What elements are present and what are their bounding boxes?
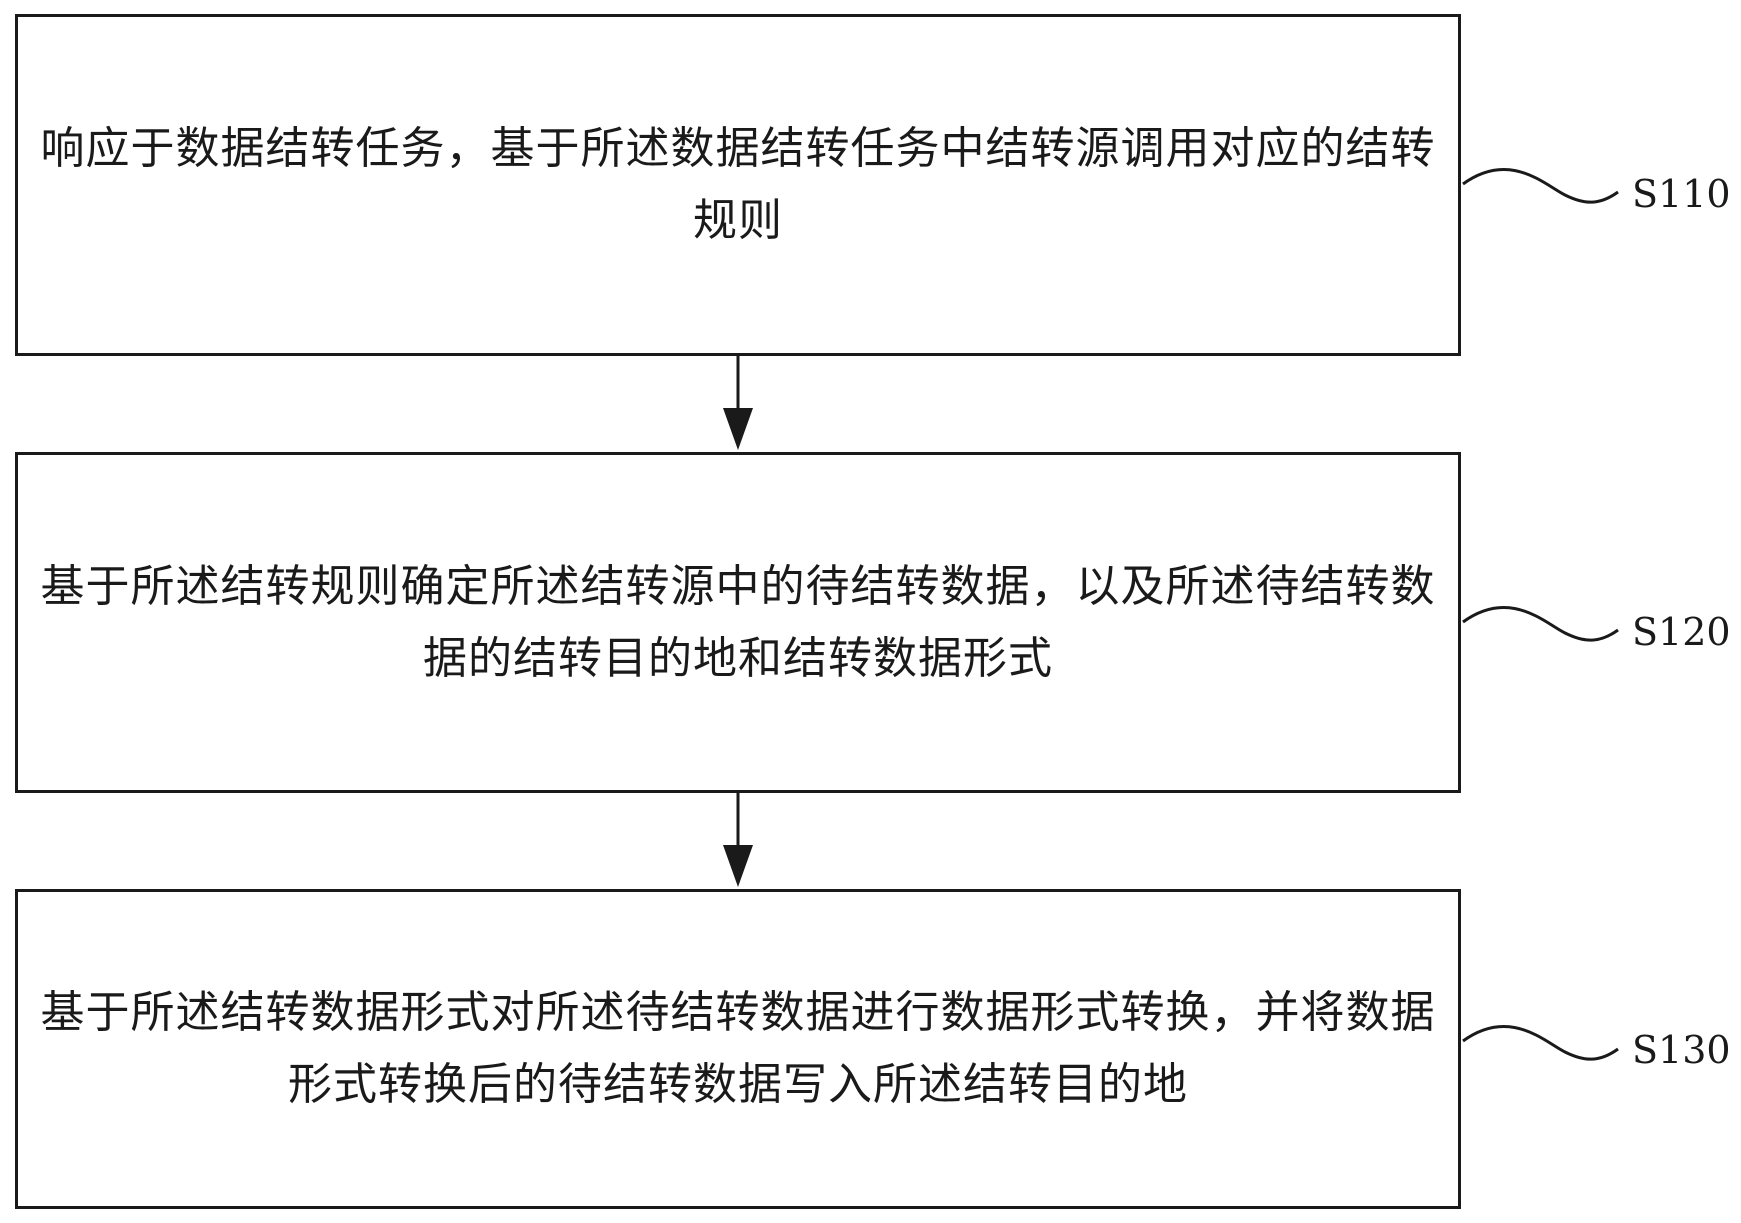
step-text-s110: 响应于数据结转任务，基于所述数据结转任务中结转源调用对应的结转规则 xyxy=(40,123,1436,246)
step-label-s110: S110 xyxy=(1632,172,1731,216)
step-label-s130: S130 xyxy=(1632,1028,1731,1072)
arrow-head-2 xyxy=(723,845,753,887)
step-box-s110: 响应于数据结转任务，基于所述数据结转任务中结转源调用对应的结转规则 xyxy=(15,14,1461,356)
arrow-s110-to-s120 xyxy=(723,356,753,450)
step-box-s130: 基于所述结转数据形式对所述待结转数据进行数据形式转换，并将数据形式转换后的待结转… xyxy=(15,889,1461,1209)
arrow-head-1 xyxy=(723,408,753,450)
step-text-s120: 基于所述结转规则确定所述结转源中的待结转数据，以及所述待结转数据的结转目的地和结… xyxy=(40,560,1436,684)
leader-line-s130 xyxy=(1462,1025,1619,1061)
step-box-s120: 基于所述结转规则确定所述结转源中的待结转数据，以及所述待结转数据的结转目的地和结… xyxy=(15,452,1461,793)
leader-line-s110 xyxy=(1462,168,1619,204)
step-label-s120: S120 xyxy=(1632,610,1731,654)
leader-line-s120 xyxy=(1462,606,1619,642)
arrow-s120-to-s130 xyxy=(723,793,753,887)
step-text-s130: 基于所述结转数据形式对所述待结转数据进行数据形式转换，并将数据形式转换后的待结转… xyxy=(40,987,1436,1110)
